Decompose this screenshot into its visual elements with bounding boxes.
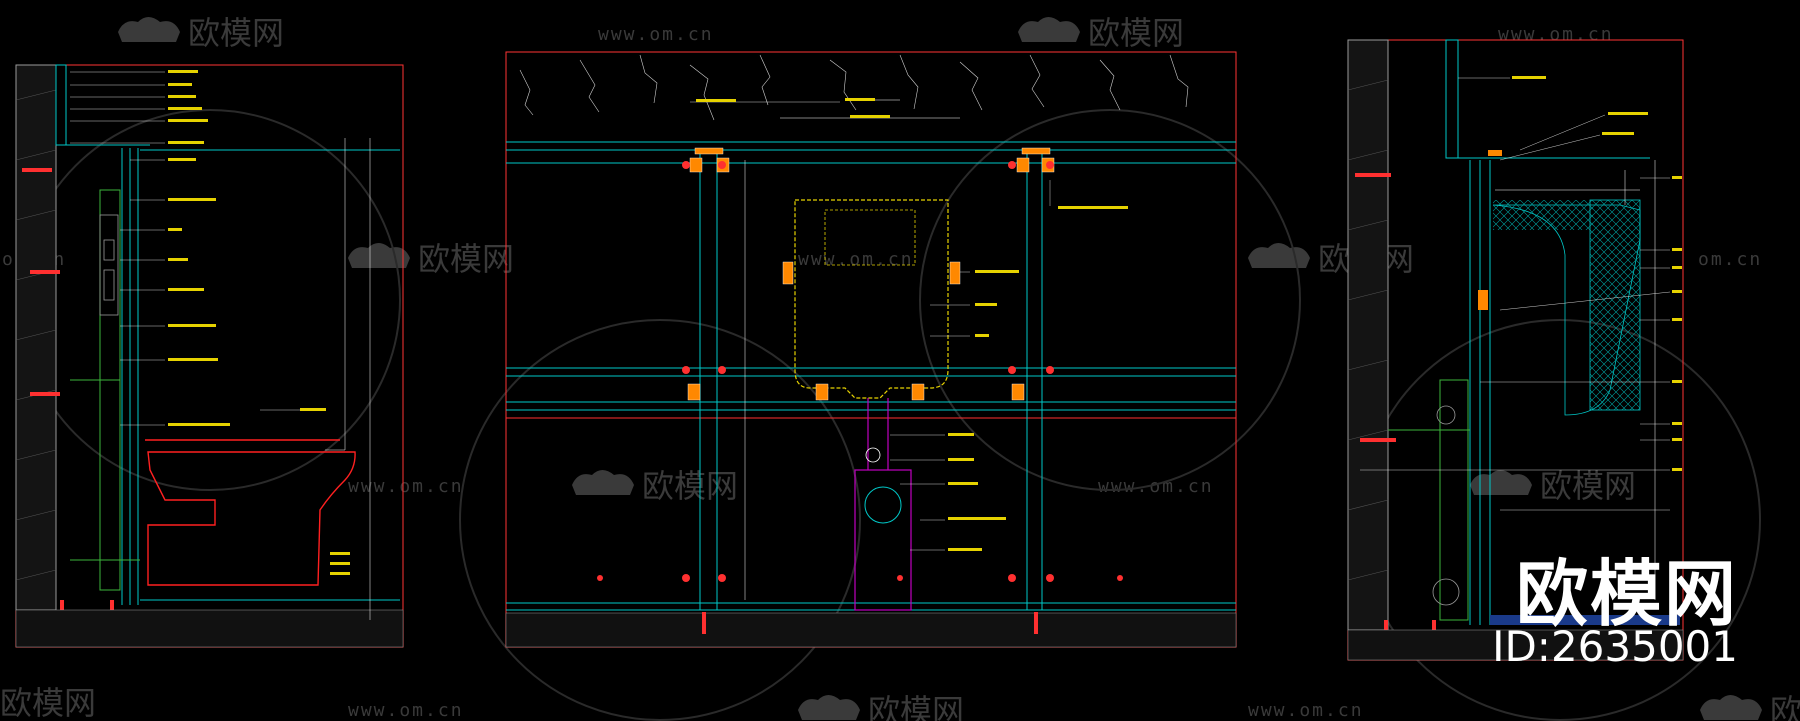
right-dimensions — [1495, 160, 1656, 600]
sofa-icon — [1470, 470, 1532, 495]
watermark-url-text: om.cn — [1698, 249, 1762, 270]
sofa-icon — [1700, 695, 1762, 720]
center-horizontal-rails — [506, 141, 1236, 611]
asset-id-label: ID:2635001 — [1492, 622, 1738, 671]
right-leaders — [1360, 77, 1671, 511]
right-brackets — [1478, 150, 1502, 310]
drain-outlet — [864, 486, 902, 524]
center-label-marks — [696, 98, 1128, 551]
watermark-logo: 欧模网 — [798, 692, 964, 721]
watermark-brand-text: 欧模网 — [1540, 467, 1636, 505]
left-frame-members — [70, 189, 140, 591]
left-section-drawing — [15, 64, 404, 648]
right-floor-tile — [1490, 615, 1680, 625]
left-tank — [99, 214, 119, 316]
watermark-logo: 欧模网 — [348, 240, 514, 278]
left-wall — [15, 64, 57, 611]
right-section-drawing — [1347, 39, 1684, 661]
brand-logo-overlay: 欧模网 — [1515, 552, 1738, 636]
left-studs — [121, 148, 400, 605]
center-floor — [505, 612, 1237, 648]
watermark-brand-text: 欧模网 — [1770, 692, 1800, 721]
right-studs — [1458, 157, 1650, 625]
center-floor-anchors — [702, 612, 1038, 634]
sofa-icon — [572, 470, 634, 495]
right-floor — [1347, 629, 1684, 661]
center-panel-frame — [505, 51, 1237, 648]
watermark-logo: 欧模网 — [572, 467, 738, 505]
right-wall — [1347, 39, 1389, 631]
watermark-logo: 欧模网 — [1018, 14, 1184, 52]
center-elevation-drawing — [505, 51, 1237, 648]
center-leaders — [690, 101, 1051, 551]
watermark-logo: 欧模网 — [1700, 692, 1800, 721]
left-label-marks — [168, 70, 350, 575]
watermark-brand-text: 欧模网 — [188, 14, 284, 52]
right-frame-members — [1388, 379, 1470, 621]
flush-valve — [865, 447, 881, 463]
sofa-icon — [1018, 17, 1080, 42]
marble-veins — [519, 54, 1189, 121]
watermark-url-text: www.om.cn — [348, 700, 464, 721]
watermark-logo: 欧模网 — [1248, 240, 1414, 278]
watermark-brand-text: 欧模网 — [642, 467, 738, 505]
watermark-url-text: www.om.cn — [798, 249, 914, 270]
watermark-url-text: www.om.cn — [598, 24, 714, 45]
sofa-icon — [798, 695, 860, 720]
watermark-brand-text: 欧模网 — [0, 684, 96, 721]
drain-pipe — [854, 398, 912, 611]
sofa-icon — [348, 243, 410, 268]
left-dimensions — [325, 138, 371, 620]
right-drain-outlet — [1432, 578, 1460, 606]
sofa-icon — [1248, 243, 1310, 268]
left-ceiling-slab — [55, 64, 67, 146]
watermark-url-text: www.om.cn — [348, 476, 464, 497]
watermark-url-text: www.om.cn — [1248, 700, 1364, 721]
right-cistern — [1492, 199, 1641, 416]
right-ceiling-slab — [1445, 39, 1459, 159]
watermark-logo: 欧模网 — [118, 14, 284, 52]
watermark-logo: 欧模网 — [0, 684, 96, 721]
watermark-url-text: www.om.cn — [1098, 476, 1214, 497]
watermark-logo: 欧模网 — [1470, 467, 1636, 505]
watermark-brand-text: 欧模网 — [1088, 14, 1184, 52]
center-bolt-dots — [597, 161, 1123, 582]
watermark-brand-text: 欧模网 — [418, 240, 514, 278]
watermark-brand-text: 欧模网 — [868, 692, 964, 721]
cistern-tank — [794, 199, 949, 399]
center-vertical-studs — [699, 150, 1043, 610]
right-pipe-top — [1436, 405, 1456, 425]
right-wall-hatch — [1347, 79, 1389, 581]
left-floor — [15, 609, 404, 648]
toilet-bowl — [147, 451, 356, 586]
right-label-marks — [1512, 76, 1682, 471]
watermark-url-text: www.om.cn — [1498, 24, 1614, 45]
left-leaders — [70, 71, 300, 426]
sofa-icon — [118, 17, 180, 42]
center-dimensions — [744, 99, 960, 600]
center-brackets — [687, 147, 1055, 401]
